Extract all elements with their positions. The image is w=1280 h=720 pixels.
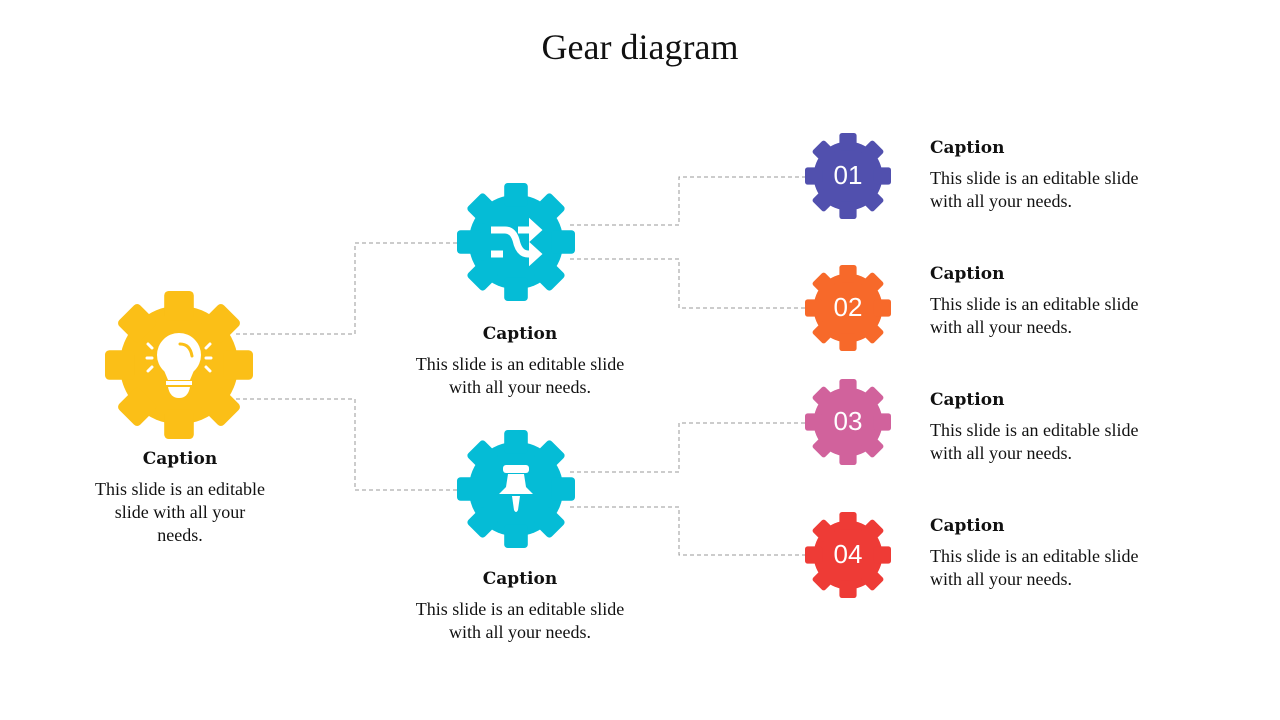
gear-shuffle bbox=[457, 183, 575, 301]
caption-heading: Caption bbox=[930, 264, 1005, 284]
caption-text: This slide is an editable slide with all… bbox=[930, 168, 1139, 211]
step-number: 01 bbox=[833, 160, 863, 190]
connector-line bbox=[570, 258, 806, 309]
gear-lightbulb bbox=[105, 291, 253, 439]
lightbulb-icon bbox=[145, 333, 213, 398]
caption-text: This slide is an editable slide with all… bbox=[95, 479, 265, 545]
caption-text: This slide is an editable slide with all… bbox=[930, 420, 1139, 463]
step-number: 02 bbox=[833, 292, 863, 322]
caption-text: This slide is an editable slide with all… bbox=[930, 546, 1139, 589]
step-number: 03 bbox=[833, 406, 863, 436]
gear-03 bbox=[805, 379, 891, 465]
gear-02 bbox=[805, 265, 891, 351]
caption-heading: Caption bbox=[930, 138, 1005, 158]
gear-04 bbox=[805, 512, 891, 598]
slide-title: Gear diagram bbox=[541, 27, 739, 67]
caption-text: This slide is an editable slide with all… bbox=[930, 294, 1139, 337]
caption-heading: Caption bbox=[482, 324, 558, 344]
connector-line bbox=[570, 176, 806, 226]
connectors bbox=[236, 176, 806, 556]
connector-line bbox=[236, 398, 458, 491]
connector-line bbox=[570, 506, 806, 556]
shuffle-icon bbox=[491, 217, 543, 267]
caption-text: This slide is an editable slide with all… bbox=[415, 599, 625, 642]
pushpin-icon bbox=[499, 465, 533, 512]
caption-heading: Caption bbox=[142, 449, 218, 469]
caption-text: This slide is an editable slide with all… bbox=[415, 354, 625, 397]
step-number: 04 bbox=[833, 539, 863, 569]
connector-line bbox=[570, 422, 806, 473]
caption-heading: Caption bbox=[930, 390, 1005, 410]
gear-01 bbox=[805, 133, 891, 219]
connector-line bbox=[236, 242, 458, 335]
caption-heading: Caption bbox=[930, 516, 1005, 536]
caption-heading: Caption bbox=[482, 569, 558, 589]
